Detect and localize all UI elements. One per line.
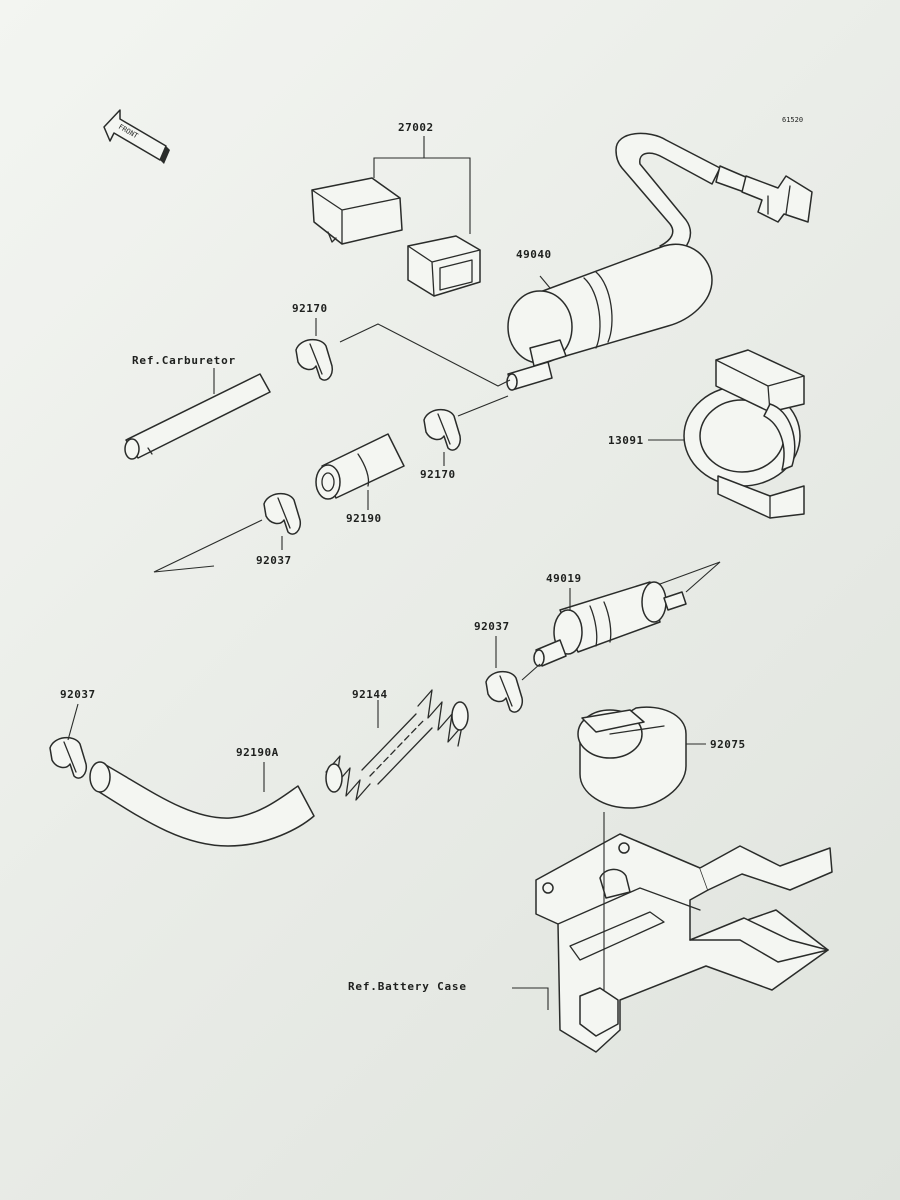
hose-92190A [89, 761, 315, 847]
part-label-92190A: 92190A [236, 746, 279, 759]
part-label-92170-mid: 92170 [420, 468, 456, 481]
relay-27002 [311, 177, 403, 245]
clamp-92170-mid [423, 408, 462, 451]
battery-case-bracket [535, 833, 833, 1053]
holder-13091 [683, 349, 805, 519]
part-label-13091: 13091 [608, 434, 644, 447]
part-label-27002: 27002 [398, 121, 434, 134]
part-label-92037-far: 92037 [60, 688, 96, 701]
part-label-92037-mid: 92037 [474, 620, 510, 633]
part-label-92144: 92144 [352, 688, 388, 701]
part-label-92190: 92190 [346, 512, 382, 525]
part-label-92170-top: 92170 [292, 302, 328, 315]
clamp-92037-mid [485, 670, 524, 713]
part-label-92075: 92075 [710, 738, 746, 751]
grommet-92075 [577, 706, 687, 809]
part-label-92037-left: 92037 [256, 554, 292, 567]
carburetor-hose [124, 373, 271, 460]
clamp-92037-far [49, 736, 88, 779]
ref-carburetor-label: Ref.Carburetor [132, 354, 236, 367]
front-arrow-icon: FRONT [103, 109, 170, 164]
hose-92190 [315, 433, 405, 500]
figure-code: 61520 [782, 116, 803, 124]
clamp-92037-left [263, 492, 302, 535]
connector-27002 [407, 235, 481, 297]
spring-92144 [325, 689, 469, 801]
part-label-49019: 49019 [546, 572, 582, 585]
part-label-49040: 49040 [516, 248, 552, 261]
clamp-92170-top [295, 338, 334, 381]
ref-battery-case-label: Ref.Battery Case [348, 980, 467, 993]
fuel-filter-49019 [533, 581, 687, 667]
fuel-pump-49040 [506, 132, 813, 391]
